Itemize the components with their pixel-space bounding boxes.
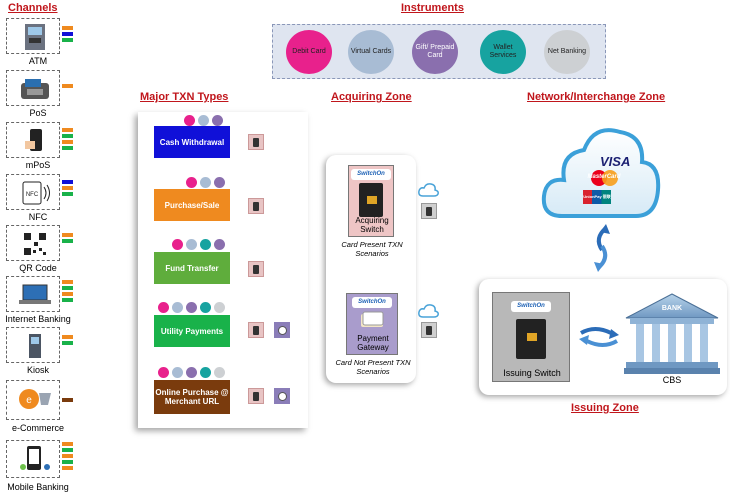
instrument-debit-card: Debit Card xyxy=(286,30,332,74)
card-icon xyxy=(248,261,264,277)
card-swipe-icon xyxy=(361,311,384,327)
gateway-icon xyxy=(274,388,290,404)
cloud-icon xyxy=(418,183,439,197)
switchon-logo: SwitchOn xyxy=(511,301,551,312)
bank-building-icon xyxy=(624,293,720,374)
card-icon xyxy=(421,203,437,219)
payment-gateway-label: Payment Gateway xyxy=(357,334,389,352)
card-icon xyxy=(421,322,437,338)
acquiring-zone-title: Acquiring Zone xyxy=(331,91,412,103)
gateway-icon xyxy=(274,322,290,338)
qr-code-icon xyxy=(23,232,47,256)
txn-online-purchase: Online Purchase @ Merchant URL xyxy=(154,380,230,414)
channels-title: Channels xyxy=(8,2,58,14)
acquiring-switch-label: Acquiring Switch xyxy=(355,216,389,234)
issuing-switch-device: SwitchOn Issuing Switch xyxy=(492,292,570,382)
txn-types-title: Major TXN Types xyxy=(140,91,229,103)
bidirectional-arrow-icon xyxy=(579,327,619,347)
mobile-pos-icon xyxy=(25,129,42,151)
channel-label: e-Commerce xyxy=(11,423,64,433)
instrument-wallet-services: Wallet Services xyxy=(480,30,526,74)
mobile-phone-icon xyxy=(20,446,50,470)
card-not-present-caption: Card Not Present TXN Scenarios xyxy=(335,358,411,376)
kiosk-icon xyxy=(29,334,41,358)
card-present-caption: Card Present TXN Scenarios xyxy=(341,240,403,258)
visa-logo: VISA xyxy=(600,154,631,169)
txn-cash-withdrawal: Cash Withdrawal xyxy=(154,126,230,158)
svg-text:e: e xyxy=(26,395,32,406)
acquiring-switch-device: SwitchOn Acquiring Switch xyxy=(348,165,394,237)
issuing-switch-label: Issuing Switch xyxy=(503,368,561,378)
channel-label: PoS xyxy=(29,108,47,118)
channel-label: ATM xyxy=(28,56,48,66)
card-icon xyxy=(248,198,264,214)
channel-label: Kiosk xyxy=(26,365,49,375)
card-icon xyxy=(248,134,264,150)
nfc-icon: NFC xyxy=(22,181,50,205)
bidirectional-arrow-icon xyxy=(594,224,610,272)
svg-text:NFC: NFC xyxy=(26,192,39,198)
atm-icon xyxy=(25,24,45,50)
instrument-net-banking: Net Banking xyxy=(544,30,590,74)
mastercard-logo: MasterCard xyxy=(587,170,621,187)
network-zone-title: Network/Interchange Zone xyxy=(527,91,666,103)
instrument-virtual-cards: Virtual Cards xyxy=(348,30,394,74)
issuing-zone-title: Issuing Zone xyxy=(571,402,639,414)
switchon-logo: SwitchOn xyxy=(352,297,392,308)
txn-fund-transfer: Fund Transfer xyxy=(154,252,230,284)
unionpay-logo: UnionPay 银联 xyxy=(583,190,611,204)
pos-terminal-icon xyxy=(21,79,49,99)
instruments-title: Instruments xyxy=(401,2,464,14)
channel-label: Internet Banking xyxy=(5,314,71,324)
channel-label: mPoS xyxy=(25,160,51,170)
card-icon xyxy=(248,322,264,338)
switchon-logo: SwitchOn xyxy=(351,169,391,180)
card-icon xyxy=(248,388,264,404)
channel-label: NFC xyxy=(28,212,48,222)
channel-label: Mobile Banking xyxy=(7,482,69,492)
bank-sign: BANK xyxy=(661,305,683,312)
cloud-icon xyxy=(418,304,439,318)
txn-purchase-sale: Purchase/Sale xyxy=(154,189,230,221)
cbs-label: CBS xyxy=(662,375,682,385)
shopping-cart-icon: e xyxy=(19,389,51,409)
payment-gateway-device: SwitchOn Payment Gateway xyxy=(346,293,398,355)
channel-label: QR Code xyxy=(19,263,57,273)
instrument-gift-prepaid-card: Gift/ Prepaid Card xyxy=(412,30,458,74)
txn-utility-payments: Utility Payments xyxy=(154,315,230,347)
laptop-icon xyxy=(19,284,51,304)
